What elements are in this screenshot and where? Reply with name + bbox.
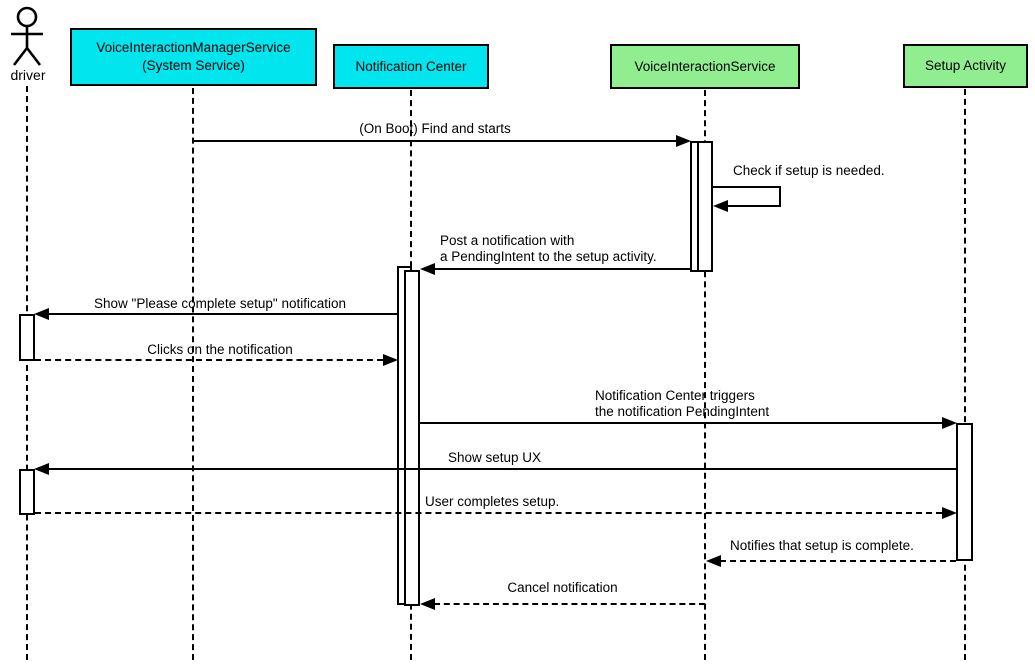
activation-setup-activity [956, 423, 973, 561]
arrowhead-right-icon [676, 135, 691, 147]
message-line-notifies-setup-complete [720, 560, 956, 562]
lifeline-voice-interaction-manager-service [192, 88, 194, 660]
message-label-on-boot-find-and-starts: (On Boot) Find and starts [359, 121, 511, 136]
participant-voice-interaction-service: VoiceInteractionService [610, 44, 800, 89]
message-label-cancel-notification: Cancel notification [507, 580, 618, 595]
message-line-show-setup-ux [48, 468, 956, 470]
actor-driver-label: driver [10, 67, 46, 83]
message-line-check-setup-bottom [727, 205, 781, 207]
arrowhead-left-icon [34, 308, 49, 320]
message-label-show-complete-setup-notification: Show "Please complete setup" notificatio… [94, 296, 346, 311]
arrowhead-left-icon [34, 463, 49, 475]
activation-driver-1 [19, 314, 35, 361]
arrowhead-left-icon [420, 263, 435, 275]
message-line-on-boot-find-and-starts [193, 140, 677, 142]
arrowhead-left-icon [713, 200, 728, 212]
activation-driver-2 [19, 469, 35, 515]
lifeline-driver [26, 86, 28, 660]
arrowhead-left-icon [706, 555, 721, 567]
message-line-show-complete-setup-notification [48, 313, 398, 315]
arrowhead-right-icon [942, 507, 957, 519]
arrowhead-left-icon [420, 598, 435, 610]
participant-setup-activity: Setup Activity [903, 44, 1028, 88]
arrowhead-right-icon [942, 417, 957, 429]
lifeline-voice-interaction-service [704, 90, 706, 660]
arrowhead-right-icon [383, 354, 398, 366]
message-line-check-setup-side [779, 186, 781, 207]
activation-voice-interaction-service-inner [697, 141, 713, 272]
message-label-user-completes-setup: User completes setup. [425, 494, 560, 509]
message-label-triggers-pendingintent: Notification Center triggers the notific… [595, 388, 770, 419]
message-line-user-completes-setup [35, 512, 942, 514]
message-label-notifies-setup-complete: Notifies that setup is complete. [730, 538, 914, 553]
message-label-show-setup-ux: Show setup UX [448, 450, 542, 465]
message-label-post-notification: Post a notification with a PendingIntent… [440, 233, 657, 264]
participant-voice-interaction-manager-service: VoiceInteractionManagerService (System S… [70, 28, 317, 86]
message-label-clicks-notification: Clicks on the notification [147, 342, 293, 357]
message-line-check-setup-top [713, 186, 781, 188]
message-label-check-setup: Check if setup is needed. [733, 163, 885, 178]
activation-notification-center-inner [404, 270, 420, 606]
message-line-clicks-notification [35, 359, 383, 361]
message-line-triggers-pendingintent [420, 422, 942, 424]
message-line-post-notification [434, 268, 690, 270]
lifeline-setup-activity [964, 89, 966, 660]
actor-driver-icon [5, 3, 49, 67]
participant-notification-center: Notification Center [333, 44, 489, 89]
message-line-cancel-notification [434, 603, 705, 605]
